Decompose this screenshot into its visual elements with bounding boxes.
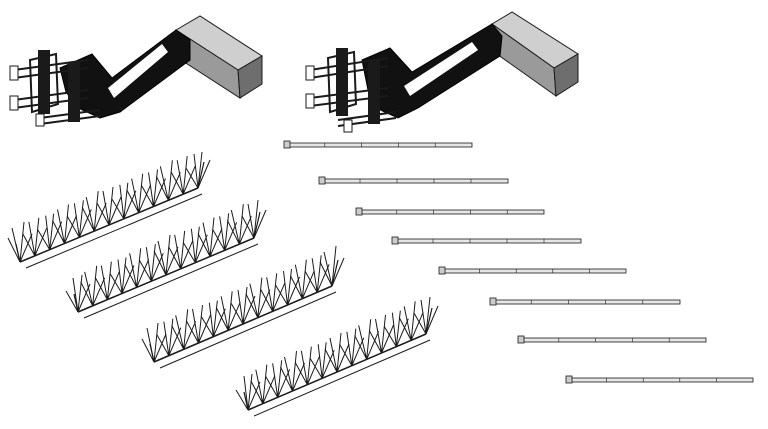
rod	[318, 176, 509, 185]
rod	[489, 297, 681, 306]
rods	[283, 140, 754, 384]
rod	[283, 140, 473, 149]
rod	[438, 266, 627, 275]
rod	[355, 207, 545, 216]
clamp-plate	[368, 60, 380, 124]
spike-strip	[141, 245, 345, 369]
clamp-plate	[336, 48, 348, 116]
beam-end	[553, 53, 579, 97]
spike-strips	[7, 151, 439, 417]
rod	[565, 375, 754, 384]
spike-strip	[65, 199, 267, 319]
beam-end	[237, 55, 263, 99]
bracket-assembly	[9, 15, 263, 127]
rod	[517, 335, 707, 344]
spike-strip	[235, 296, 439, 417]
rod	[391, 236, 582, 245]
clamp-bolts	[13, 59, 101, 125]
arm-cutout	[404, 42, 478, 96]
bracket-assembly	[305, 11, 579, 133]
arm-cutout	[108, 44, 168, 98]
clamp-bolts	[309, 57, 397, 127]
spike-strip	[7, 151, 211, 269]
